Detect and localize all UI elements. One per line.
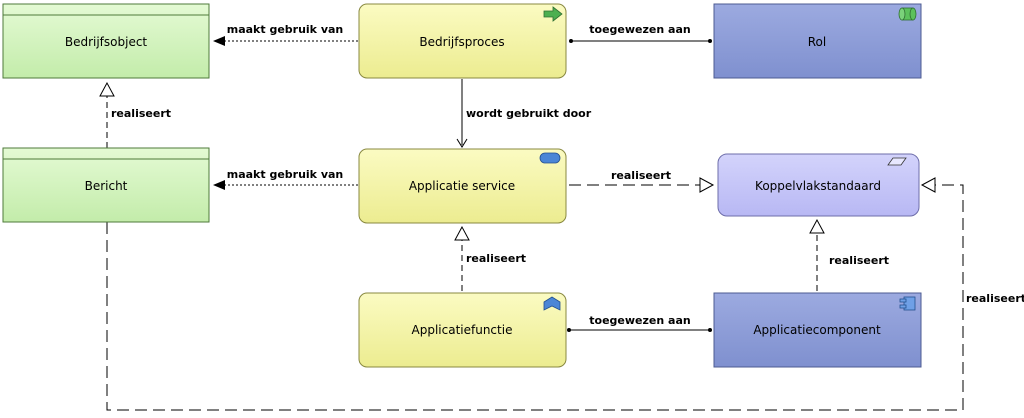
node-label-koppelvlakstandaard: Koppelvlakstandaard xyxy=(755,179,881,193)
node-label-bedrijfsproces: Bedrijfsproces xyxy=(419,35,504,49)
edge-proces-object[interactable] xyxy=(213,36,358,46)
node-label-applicatiecomponent: Applicatiecomponent xyxy=(753,323,881,337)
node-applicatie-service[interactable]: Applicatie service xyxy=(358,148,567,224)
node-label-bedrijfsobject: Bedrijfsobject xyxy=(65,35,148,49)
node-koppelvlakstandaard[interactable]: Koppelvlakstandaard xyxy=(717,153,920,217)
edge-component-koppelvlak[interactable] xyxy=(809,218,825,291)
node-bedrijfsproces[interactable]: Bedrijfsproces xyxy=(358,3,567,79)
edge-label-proces-object: maakt gebruik van xyxy=(227,23,344,36)
edge-label-functie-service: realiseert xyxy=(466,252,526,265)
node-applicatiecomponent[interactable]: Applicatiecomponent xyxy=(713,292,922,368)
representation-icon xyxy=(887,157,907,166)
node-rol[interactable]: Rol xyxy=(713,3,922,79)
process-arrow-icon xyxy=(543,6,563,22)
edge-label-proces-service: wordt gebruikt door xyxy=(466,107,592,120)
component-icon xyxy=(899,296,916,311)
edge-label-component-koppelvlak: realiseert xyxy=(829,254,889,267)
node-label-rol: Rol xyxy=(808,35,826,49)
edge-label-bericht-koppelvlak: realiseert xyxy=(966,292,1024,305)
edge-bericht-object[interactable] xyxy=(99,81,115,148)
edge-label-bericht-object: realiseert xyxy=(111,107,171,120)
edge-service-koppelvlak[interactable] xyxy=(569,177,715,193)
edge-label-service-koppelvlak: realiseert xyxy=(611,169,671,182)
edge-label-functie-component: toegewezen aan xyxy=(589,314,690,327)
edge-proces-rol[interactable] xyxy=(569,39,712,43)
node-applicatiefunctie[interactable]: Applicatiefunctie xyxy=(358,292,567,368)
edge-service-bericht[interactable] xyxy=(213,180,358,190)
edge-functie-service[interactable] xyxy=(454,225,470,291)
node-label-applicatiefunctie: Applicatiefunctie xyxy=(412,323,513,337)
node-bericht[interactable]: Bericht xyxy=(2,147,210,223)
service-icon xyxy=(539,152,561,164)
edge-bericht-koppelvlak[interactable] xyxy=(106,177,964,411)
function-icon xyxy=(543,296,561,311)
node-bedrijfsobject[interactable]: Bedrijfsobject xyxy=(2,3,210,79)
edge-label-proces-rol: toegewezen aan xyxy=(589,23,690,36)
edge-label-service-bericht: maakt gebruik van xyxy=(227,168,344,181)
node-label-applicatie-service: Applicatie service xyxy=(409,179,515,193)
role-cylinder-icon xyxy=(898,7,917,21)
edge-functie-component[interactable] xyxy=(567,328,712,332)
edge-proces-service[interactable] xyxy=(456,79,468,148)
node-label-bericht: Bericht xyxy=(85,179,128,193)
